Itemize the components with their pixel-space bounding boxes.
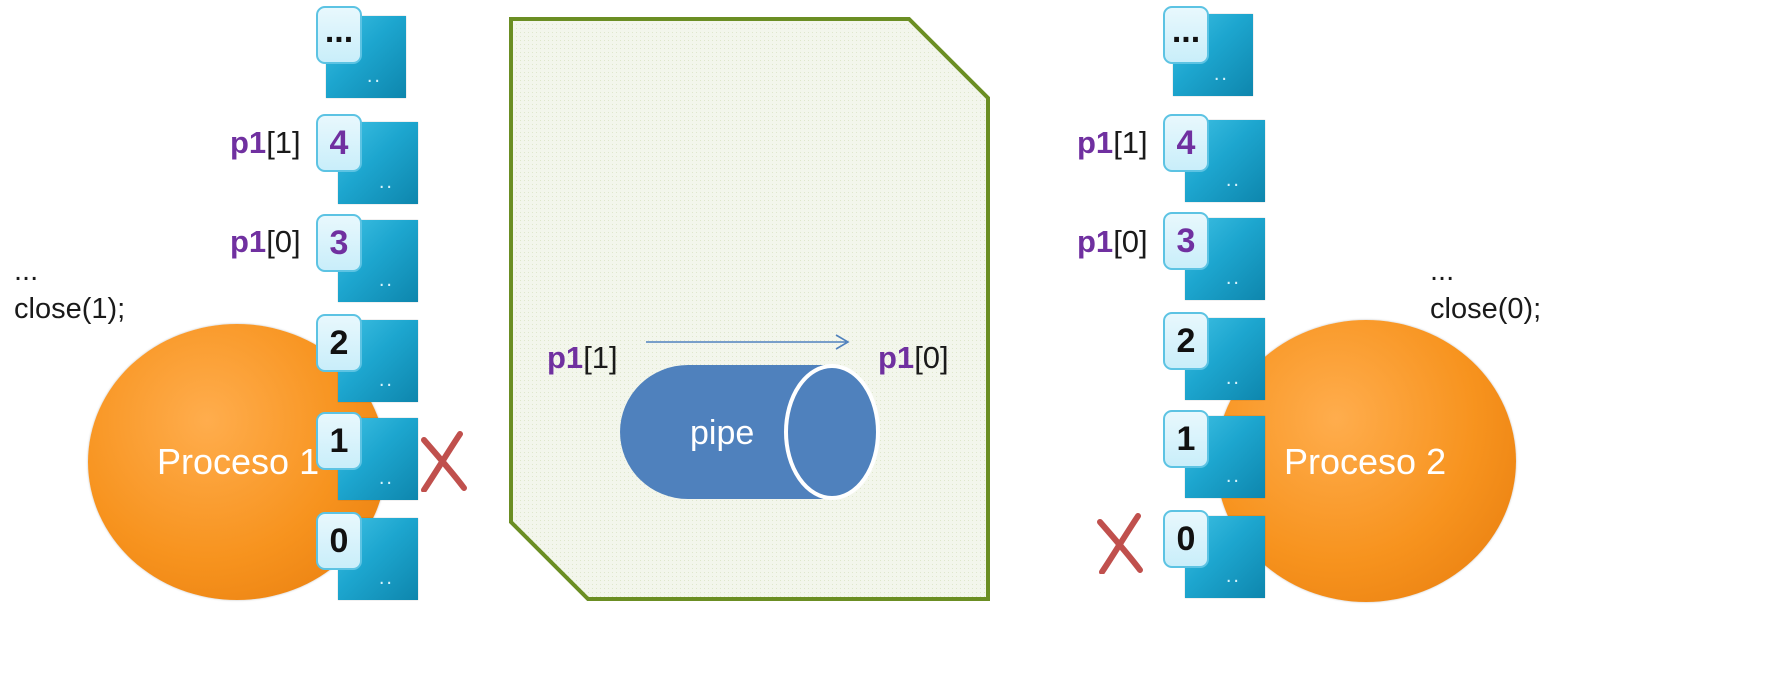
pipe-read-idx: [0] — [914, 340, 949, 375]
right-fd-table: .. ... .. 4 .. 3 .. 2 .. 1 .. 0 — [1163, 6, 1265, 606]
pipe-write-end-label: p1[1] — [547, 340, 618, 376]
right-closed-fd0-x-icon — [1097, 513, 1143, 574]
right-fd3-idx: [0] — [1113, 224, 1148, 259]
right-code-ellipsis: ... — [1430, 255, 1455, 287]
right-fd-tab-ellipsis: ... — [1163, 6, 1209, 64]
right-fd3-var: p1 — [1077, 224, 1114, 259]
right-code-close: close(0); — [1430, 293, 1542, 325]
pipe-cylinder-icon — [620, 364, 880, 500]
left-fd3-var: p1 — [230, 224, 267, 259]
right-fd-tab-0: 0 — [1163, 510, 1209, 568]
left-fd4-idx: [1] — [266, 125, 301, 160]
left-fd4-label: p1[1] — [230, 125, 301, 161]
right-fd-tab-2: 2 — [1163, 312, 1209, 370]
kernel-area — [509, 17, 990, 601]
process-2 — [1216, 320, 1516, 602]
right-fd-tab-1: 1 — [1163, 410, 1209, 468]
left-fd-tab-0: 0 — [316, 512, 362, 570]
left-closed-fd1-x-icon — [421, 431, 467, 492]
left-code: ... close(1); — [14, 252, 125, 328]
right-fd4-idx: [1] — [1113, 125, 1148, 160]
left-fd3-label: p1[0] — [230, 224, 301, 260]
pipe-label: pipe — [690, 414, 755, 452]
left-fd-tab-3: 3 — [316, 214, 362, 272]
right-code: ... close(0); — [1430, 252, 1541, 328]
process-2-label: Proceso 2 — [1284, 441, 1447, 482]
left-fd-tab-4: 4 — [316, 114, 362, 172]
right-fd4-var: p1 — [1077, 125, 1114, 160]
pipe-write-idx: [1] — [583, 340, 618, 375]
left-fd3-idx: [0] — [266, 224, 301, 259]
left-fd-tab-1: 1 — [316, 412, 362, 470]
left-code-ellipsis: ... — [14, 255, 39, 287]
right-fd3-label: p1[0] — [1077, 224, 1148, 260]
pipe-read-end-label: p1[0] — [878, 340, 949, 376]
right-fd-tab-4: 4 — [1163, 114, 1209, 172]
process-1-label: Proceso 1 — [157, 441, 320, 482]
pipe-write-var: p1 — [547, 340, 584, 375]
left-fd4-var: p1 — [230, 125, 267, 160]
data-flow-arrow-icon — [646, 334, 850, 350]
left-code-close: close(1); — [14, 293, 126, 325]
right-fd-tab-3: 3 — [1163, 212, 1209, 270]
right-fd4-label: p1[1] — [1077, 125, 1148, 161]
left-fd-tab-2: 2 — [316, 314, 362, 372]
pipe-read-var: p1 — [878, 340, 915, 375]
left-fd-table: .. ... .. 4 .. 3 .. 2 .. 1 .. 0 — [316, 6, 418, 606]
left-fd-tab-ellipsis: ... — [316, 6, 362, 64]
